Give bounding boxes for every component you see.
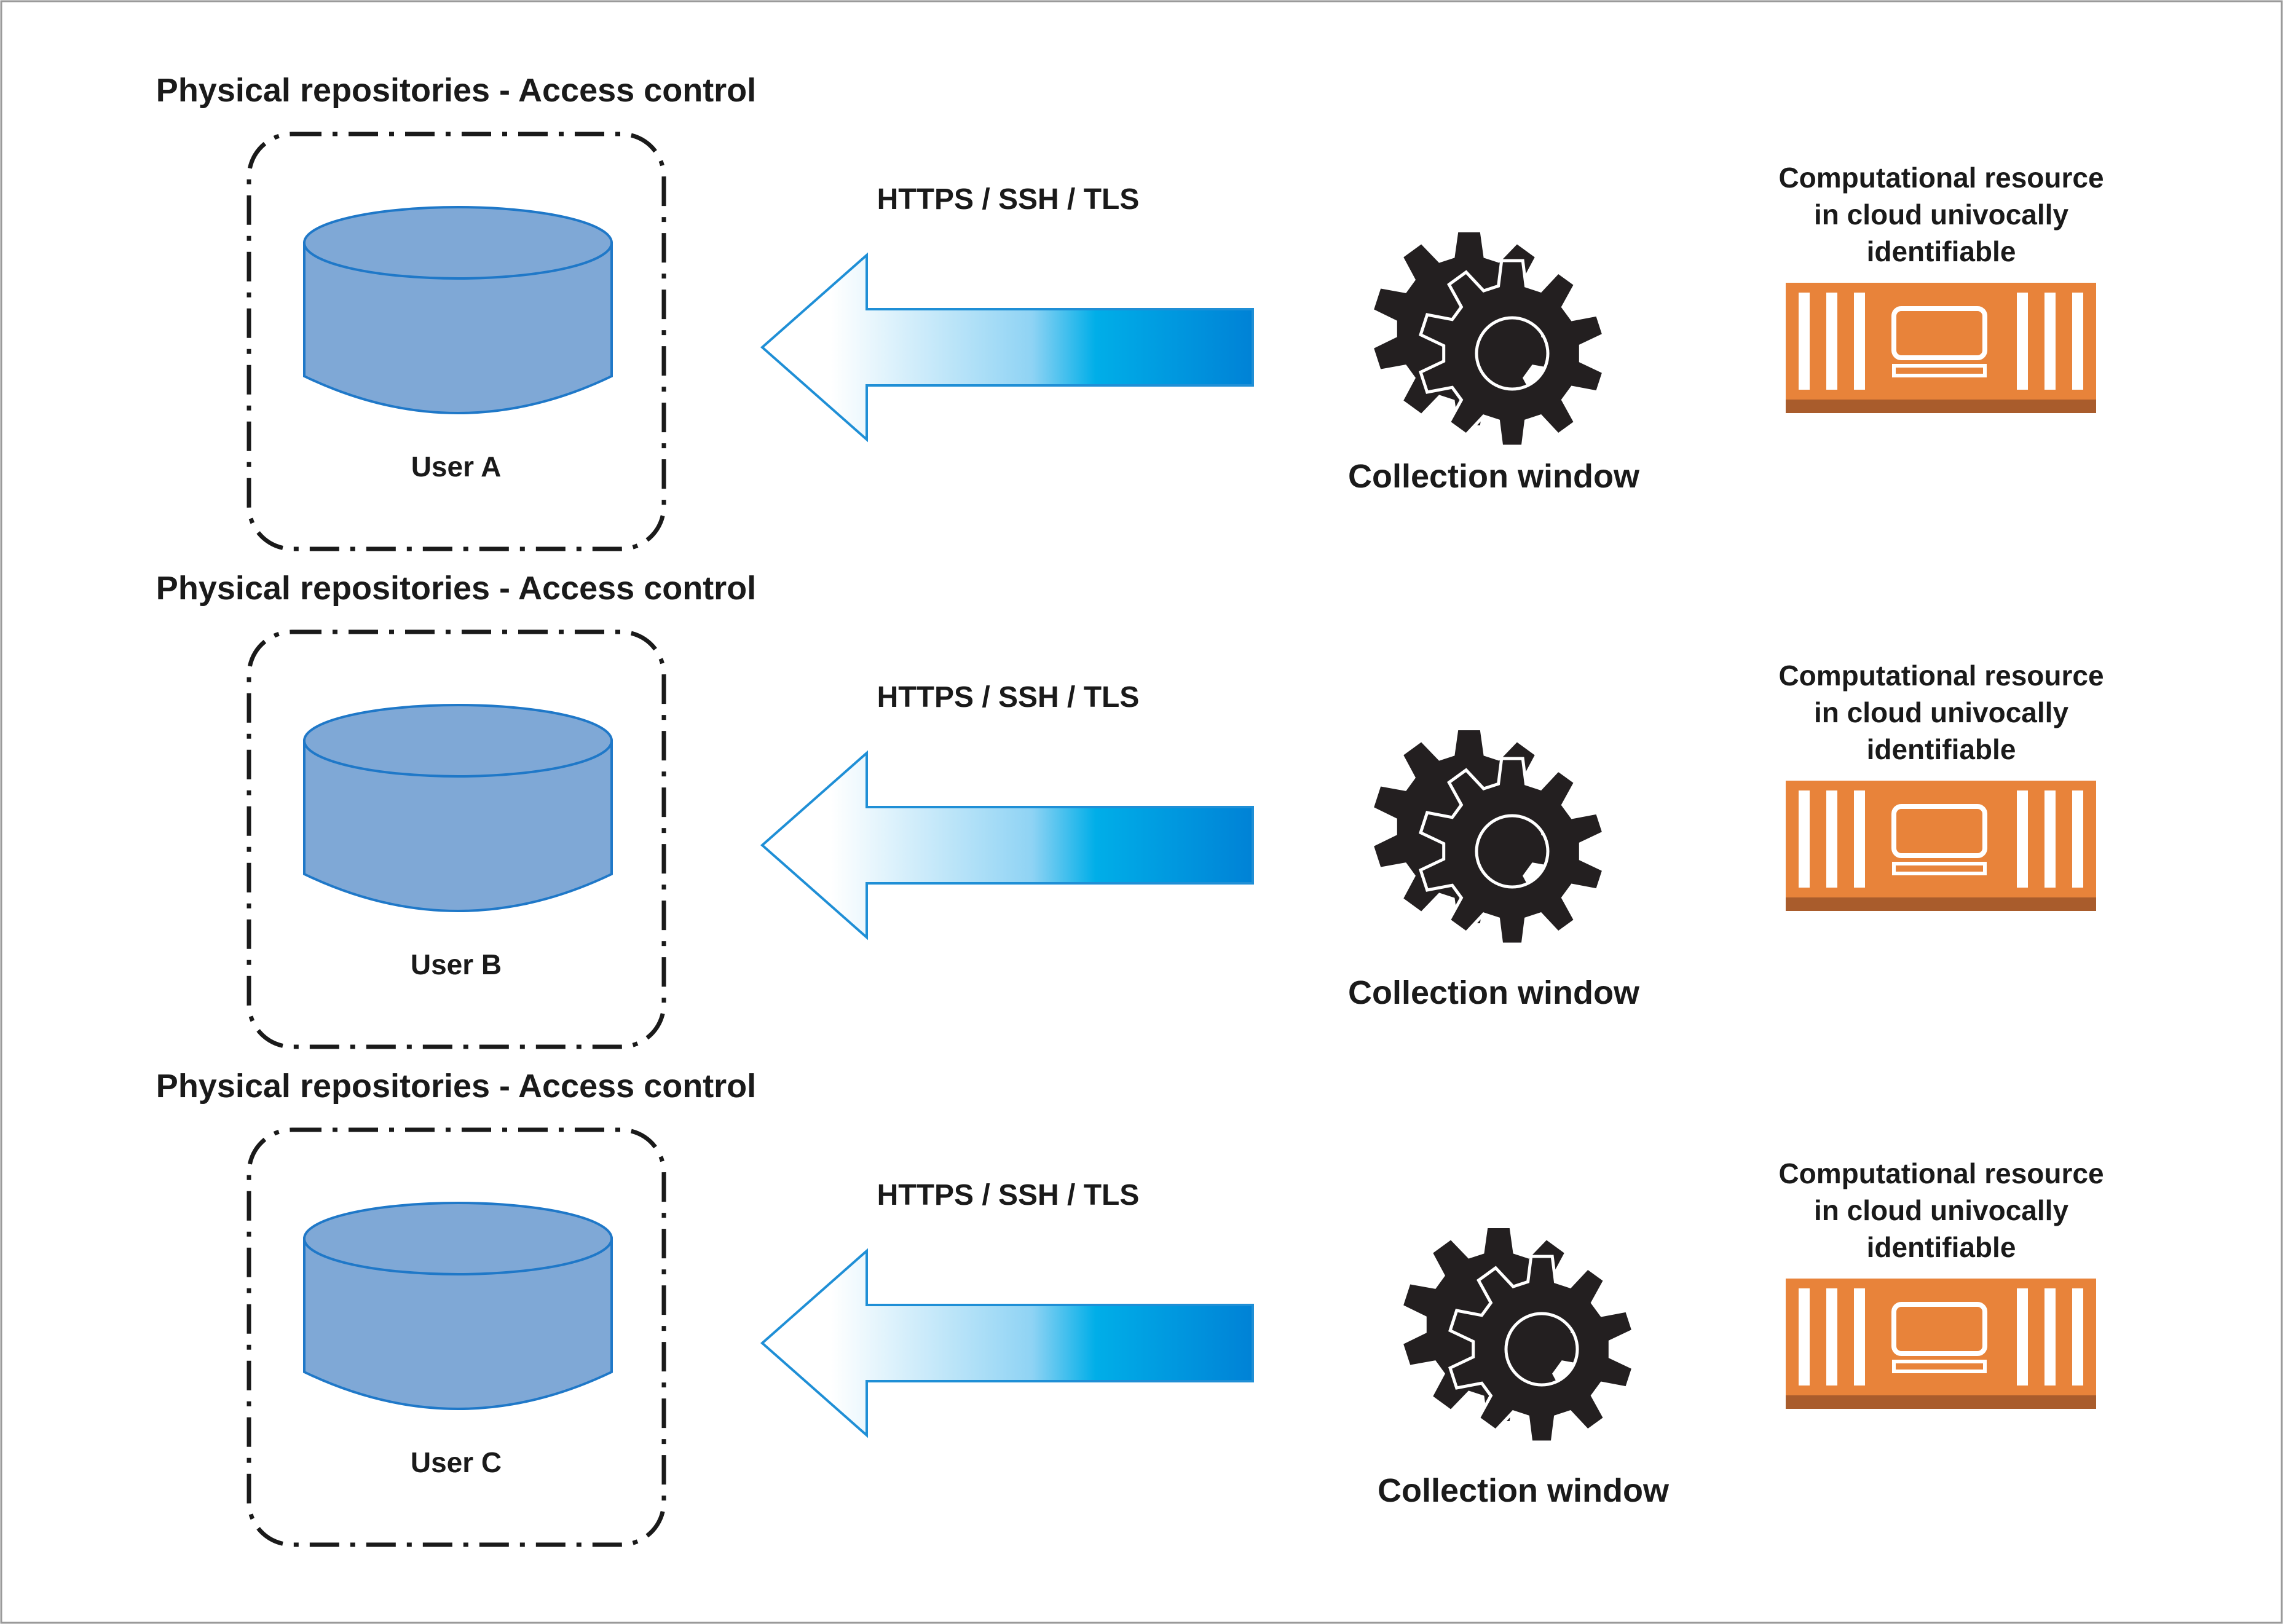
process-label: Collection window (1348, 458, 1640, 495)
resource-label-line: Computational resource (1778, 660, 2104, 692)
resource-label-line: identifiable (1867, 235, 2016, 267)
resource-label-line: Computational resource (1778, 1157, 2104, 1189)
database-cylinder-icon (303, 704, 613, 912)
left-arrow-icon (760, 252, 1254, 443)
resource-label-line: Computational resource (1778, 162, 2104, 194)
repository-title: Physical repositories - Access control (156, 570, 756, 607)
process-label: Collection window (1378, 1472, 1670, 1509)
server-icon (1786, 283, 2096, 413)
diagram-row: Physical repositories - Access controlUs… (156, 570, 2104, 1049)
resource-label-line: identifiable (1867, 733, 2016, 765)
server-icon (1786, 781, 2096, 911)
user-label: User C (411, 1446, 502, 1478)
user-label: User B (411, 948, 502, 980)
repository-title: Physical repositories - Access control (156, 72, 756, 109)
user-label: User A (411, 451, 502, 483)
repository-title: Physical repositories - Access control (156, 1068, 756, 1105)
gears-icon (1374, 232, 1606, 448)
gears-icon (1374, 730, 1606, 946)
protocol-label: HTTPS / SSH / TLS (877, 681, 1140, 714)
diagram-row: Physical repositories - Access controlUs… (156, 72, 2104, 551)
process-label: Collection window (1348, 974, 1640, 1011)
diagram-row: Physical repositories - Access controlUs… (156, 1068, 2104, 1547)
resource-label-line: in cloud univocally (1814, 696, 2068, 728)
protocol-label: HTTPS / SSH / TLS (877, 1179, 1140, 1212)
server-icon (1786, 1279, 2096, 1409)
database-cylinder-icon (303, 206, 613, 414)
resource-label-line: in cloud univocally (1814, 1194, 2068, 1226)
gears-icon (1403, 1228, 1635, 1444)
left-arrow-icon (760, 1248, 1254, 1438)
protocol-label: HTTPS / SSH / TLS (877, 183, 1140, 216)
left-arrow-icon (760, 750, 1254, 940)
resource-label-line: in cloud univocally (1814, 199, 2068, 231)
resource-label-line: identifiable (1867, 1231, 2016, 1263)
database-cylinder-icon (303, 1202, 613, 1410)
